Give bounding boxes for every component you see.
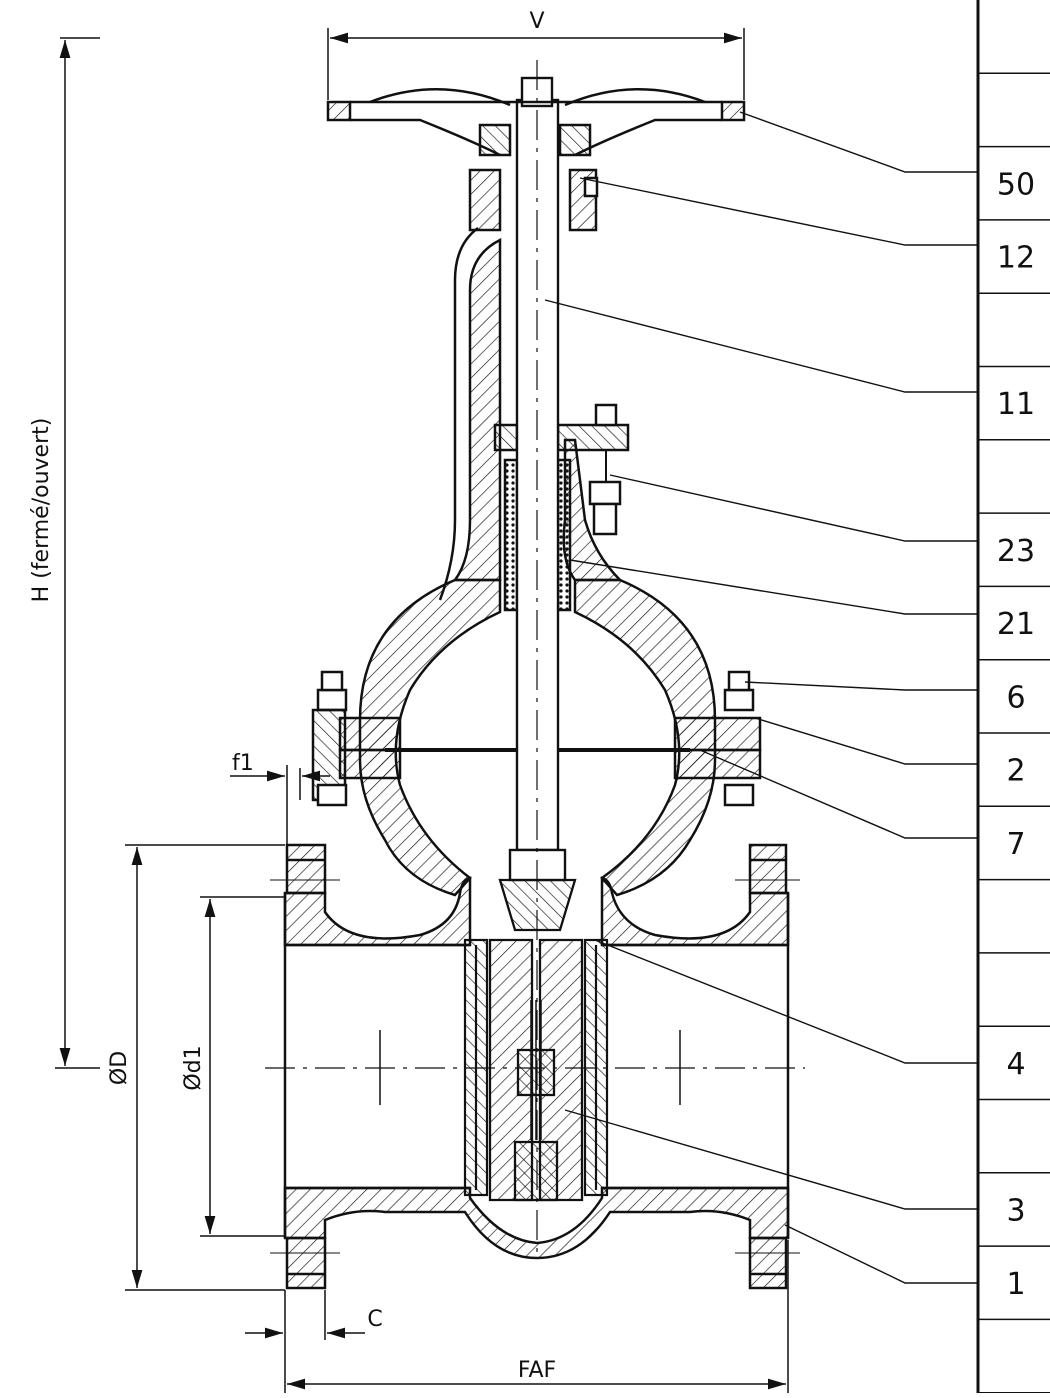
gate-wedge	[488, 878, 584, 1202]
dim-label-v: V	[529, 9, 544, 34]
part-number-50: 50	[997, 167, 1035, 202]
part-number-12: 12	[997, 241, 1035, 276]
part-number-2: 2	[1006, 754, 1025, 789]
part-number-11: 11	[997, 387, 1035, 422]
part-number-7: 7	[1006, 827, 1025, 862]
valve-body	[270, 843, 800, 1290]
part-number-4: 4	[1006, 1047, 1025, 1082]
dim-label-h: H (fermé/ouvert)	[29, 418, 54, 603]
dimension-lines	[55, 28, 789, 1393]
dim-label-f1: f1	[232, 751, 254, 776]
dim-label-d: ØD	[107, 1051, 132, 1085]
dim-label-d1: Ød1	[181, 1045, 206, 1090]
part-number-1: 1	[1006, 1267, 1025, 1302]
dim-label-faf: FAF	[518, 1358, 556, 1383]
part-number-23: 23	[997, 534, 1035, 569]
parts-number-table: 50 12 11 23 21 6 2 7 4 3 1	[976, 0, 1050, 1394]
part-number-6: 6	[1006, 680, 1025, 715]
bonnet	[311, 123, 762, 897]
dim-label-c: C	[367, 1307, 382, 1332]
part-number-21: 21	[997, 607, 1035, 642]
handwheel	[326, 87, 746, 157]
part-number-3: 3	[1006, 1193, 1025, 1228]
leader-lines	[544, 111, 978, 1284]
